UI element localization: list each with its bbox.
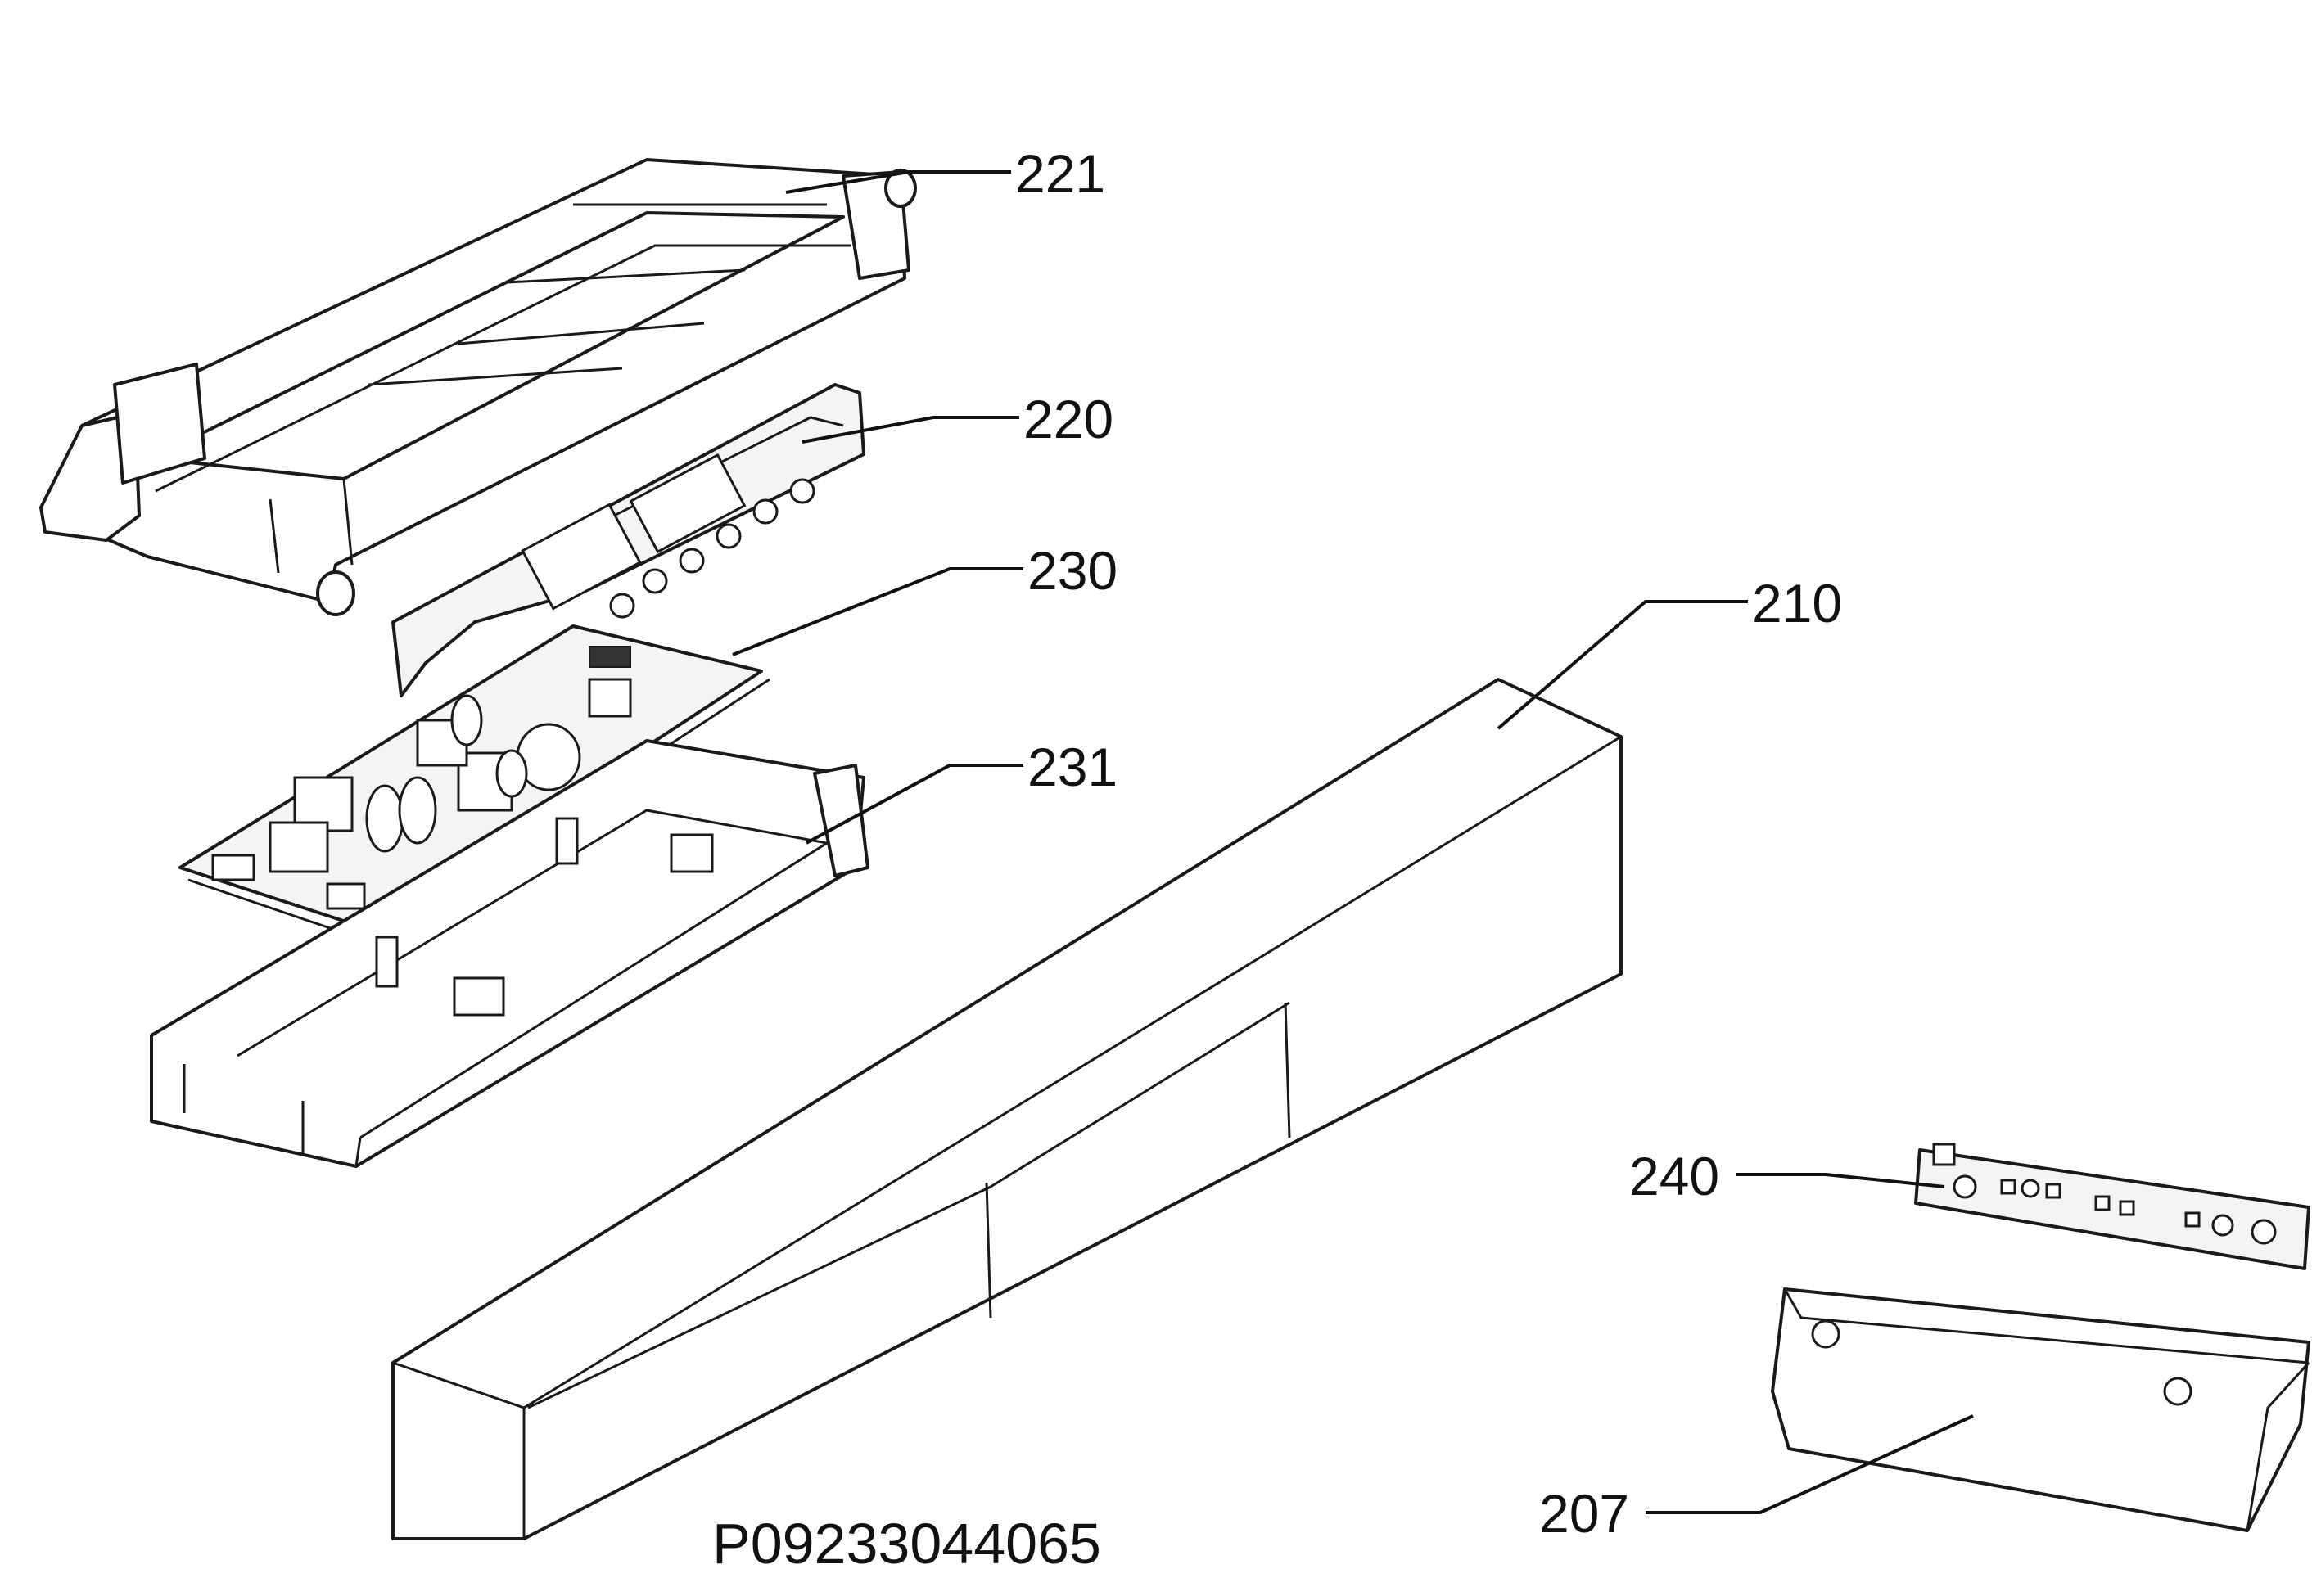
leader-230 (732, 567, 1023, 656)
label-221: 221 (1015, 143, 1105, 204)
label-220: 220 (1023, 389, 1113, 449)
part-207-small-cover[interactable] (1771, 1287, 2310, 1532)
part-231-board-housing[interactable] (150, 739, 869, 1168)
leader-221 (785, 170, 1011, 194)
label-240: 240 (1629, 1146, 1719, 1206)
leader-210 (1497, 600, 1748, 730)
leader-207 (1646, 1414, 1974, 1514)
part-240-led-board[interactable] (1914, 1143, 2310, 1270)
part-220-control-board[interactable] (391, 383, 865, 697)
label-210: 210 (1752, 573, 1842, 633)
drawing-code: P09233044065 (712, 1512, 1101, 1576)
leader-240 (1736, 1173, 1945, 1188)
part-210-control-panel-fascia[interactable] (391, 678, 1623, 1540)
label-207: 207 (1539, 1483, 1629, 1544)
part-221-cover-frame[interactable] (39, 158, 917, 616)
label-231: 231 (1027, 737, 1118, 797)
label-230: 230 (1027, 540, 1118, 601)
leader-220 (802, 416, 1019, 444)
leader-231 (806, 764, 1023, 845)
